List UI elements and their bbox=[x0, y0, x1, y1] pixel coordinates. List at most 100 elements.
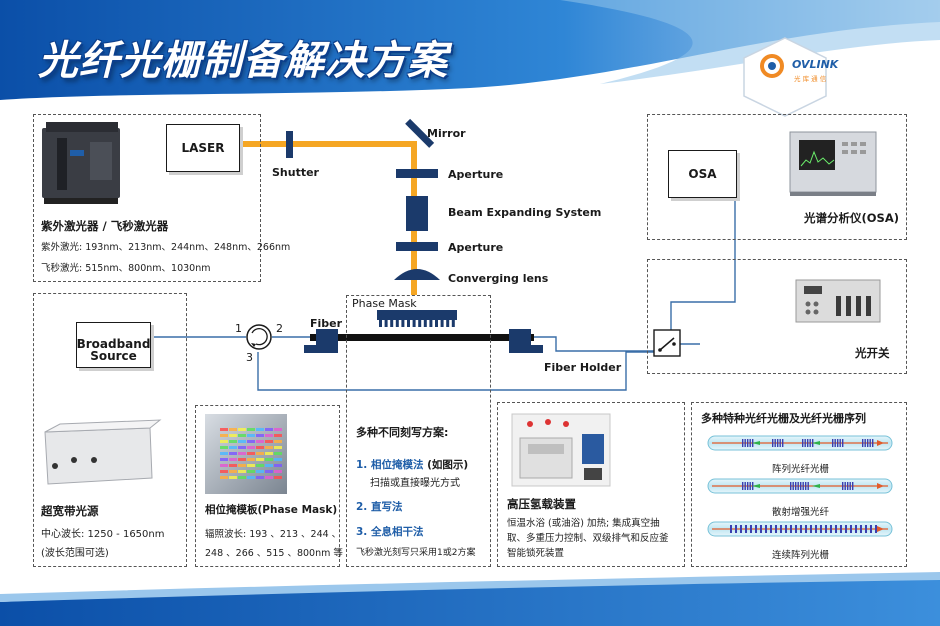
mask-stripe bbox=[256, 434, 264, 437]
grating-mark bbox=[785, 525, 787, 533]
mask-stripe bbox=[229, 428, 237, 431]
mask-stripe bbox=[220, 470, 228, 473]
mask-stripe bbox=[220, 428, 228, 431]
source-line-1: 中心波长: 1250 - 1650nm bbox=[41, 529, 165, 540]
mask-stripe bbox=[220, 434, 228, 437]
mask-stripe bbox=[265, 452, 273, 455]
grating-mark bbox=[795, 482, 797, 490]
osa-caption: 光谱分析仪(OSA) bbox=[804, 211, 899, 225]
mask-stripe bbox=[256, 458, 264, 461]
shutter-plate bbox=[286, 131, 293, 158]
mask-stripe bbox=[265, 476, 273, 479]
grating-mark bbox=[870, 525, 872, 533]
mask-stripe bbox=[247, 440, 255, 443]
mask-stripe bbox=[274, 446, 282, 449]
methods-note: 飞秒激光刻写只采用1或2方案 bbox=[356, 548, 476, 558]
uv-wavelengths: 紫外激光: 193nm、213nm、244nm、248nm、266nm bbox=[41, 242, 291, 253]
method-3: 3. 全息相干法 bbox=[356, 526, 424, 538]
mask-stripe bbox=[238, 446, 246, 449]
hydrogen-line-1: 恒温水浴 (或油浴) 加热; 集成真空抽 bbox=[507, 518, 660, 529]
grating-mark bbox=[835, 525, 837, 533]
grating-mark bbox=[837, 439, 839, 447]
reflect-arrow bbox=[812, 441, 820, 445]
mask-stripe bbox=[238, 458, 246, 461]
grating-item-3: 连续阵列光栅 bbox=[772, 550, 830, 561]
grating-mark bbox=[802, 482, 804, 490]
grating-item-1: 阵列光纤光栅 bbox=[772, 464, 830, 475]
laser-panel bbox=[33, 114, 261, 282]
mask-tooth bbox=[446, 320, 450, 327]
grating-mark bbox=[750, 525, 752, 533]
grating-heading: 多种特种光纤光栅及光纤光栅序列 bbox=[701, 412, 866, 425]
phase-mask-label: Phase Mask bbox=[352, 297, 417, 310]
grating-mark bbox=[775, 525, 777, 533]
grating-mark bbox=[777, 439, 779, 447]
grating-mark bbox=[832, 439, 834, 447]
grating-mark bbox=[830, 525, 832, 533]
mask-stripe bbox=[265, 428, 273, 431]
converging-lens-shape bbox=[394, 269, 440, 280]
grating-mark bbox=[774, 439, 776, 447]
fiber-clamps bbox=[304, 329, 543, 353]
beam-expander-block bbox=[406, 196, 428, 231]
signal-arrow bbox=[877, 440, 884, 446]
mask-stripe bbox=[220, 452, 228, 455]
signal-arrow bbox=[877, 483, 884, 489]
mask-stripe bbox=[265, 440, 273, 443]
fiber-connections bbox=[151, 190, 736, 391]
grating-mark bbox=[875, 525, 877, 533]
grating-mark bbox=[840, 525, 842, 533]
mask-tooth bbox=[429, 320, 433, 327]
grating-mark bbox=[800, 482, 802, 490]
mask-stripe bbox=[247, 464, 255, 467]
mask-stripe bbox=[220, 476, 228, 479]
optical-switch-shape bbox=[653, 329, 681, 357]
hydrogen-panel bbox=[497, 402, 685, 567]
mask-stripe bbox=[256, 476, 264, 479]
grating-mark bbox=[779, 439, 781, 447]
grating-mark bbox=[790, 482, 792, 490]
reflect-arrow bbox=[752, 484, 760, 488]
mask-stripe bbox=[256, 440, 264, 443]
mask-stripe bbox=[229, 476, 237, 479]
grating-mark bbox=[807, 482, 809, 490]
grating-mark bbox=[742, 482, 744, 490]
mask-stripe bbox=[256, 446, 264, 449]
mask-stripe bbox=[247, 458, 255, 461]
fs-wavelengths: 飞秒激光: 515nm、800nm、1030nm bbox=[41, 263, 211, 274]
methods-heading: 多种不同刻写方案: bbox=[356, 426, 449, 439]
grating-mark bbox=[842, 439, 844, 447]
mask-stripe bbox=[238, 428, 246, 431]
phase-mask-comb bbox=[377, 310, 457, 327]
phase-mask-line-2: 248 、266 、515 、800nm 等 bbox=[205, 548, 343, 559]
grating-mark bbox=[820, 525, 822, 533]
mask-tooth bbox=[407, 320, 410, 327]
grating-mark bbox=[744, 482, 746, 490]
grating-panel bbox=[691, 402, 907, 567]
aperture-top-plate bbox=[396, 169, 438, 178]
footer-band bbox=[0, 578, 940, 626]
mask-stripe bbox=[274, 452, 282, 455]
source-device-image bbox=[44, 419, 162, 485]
method-1: 1. 相位掩模法 (如图示) bbox=[356, 459, 469, 471]
grating-mark bbox=[744, 439, 746, 447]
switch-device-image bbox=[795, 279, 881, 323]
mask-tooth bbox=[451, 320, 455, 327]
grating-mark bbox=[770, 525, 772, 533]
logo-text: OVLINK bbox=[792, 58, 839, 71]
mask-stripe bbox=[265, 458, 273, 461]
fiber-core bbox=[310, 334, 534, 341]
grating-mark bbox=[867, 439, 869, 447]
page-title: 光纤光栅制备解决方案 bbox=[38, 38, 448, 84]
mask-stripe bbox=[220, 464, 228, 467]
mask-stripe bbox=[229, 434, 237, 437]
mask-stripe bbox=[274, 464, 282, 467]
mask-stripe bbox=[238, 452, 246, 455]
grating-mark bbox=[825, 525, 827, 533]
grating-mark bbox=[810, 525, 812, 533]
grating-mark bbox=[860, 525, 862, 533]
source-heading: 超宽带光源 bbox=[41, 504, 99, 518]
grating-item-2: 散射增强光纤 bbox=[772, 507, 830, 518]
grating-mark bbox=[760, 525, 762, 533]
grating-mark bbox=[782, 439, 784, 447]
